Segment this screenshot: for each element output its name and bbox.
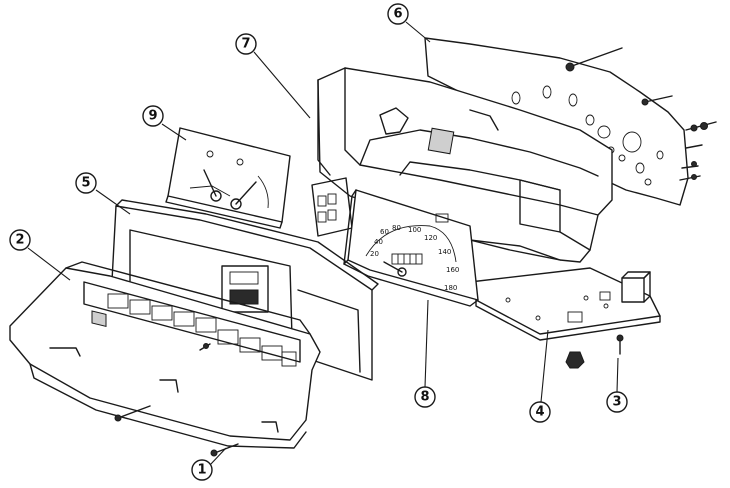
callout-9: 9 <box>142 105 164 127</box>
callout-4-label: 4 <box>535 405 544 420</box>
callout-4: 4 <box>529 401 551 423</box>
speedo-tick-label: 160 <box>446 266 459 274</box>
callout-2-label: 2 <box>15 233 24 248</box>
speedo-tick-label: 60 <box>380 228 389 236</box>
callout-7: 7 <box>235 33 257 55</box>
callout-leaders <box>27 21 619 466</box>
callout-2: 2 <box>9 229 31 251</box>
speedo-tick-label: 180 <box>444 284 457 292</box>
speedo-tick-label: 20 <box>370 250 379 258</box>
lower-circuit-board <box>469 267 661 341</box>
callout-9-label: 9 <box>148 109 157 124</box>
callout-8-label: 8 <box>420 390 429 405</box>
callout-1-label: 1 <box>197 463 206 478</box>
small-screw-3 <box>616 334 624 355</box>
callout-5: 5 <box>75 172 97 194</box>
callout-3: 3 <box>606 391 628 413</box>
rear-plate-screws <box>565 47 717 181</box>
callout-5-label: 5 <box>81 176 90 191</box>
fuel-temp-gauge <box>165 127 291 229</box>
speedo-tick-label: 120 <box>424 234 437 242</box>
callout-1: 1 <box>191 459 213 481</box>
speedometer-gauge: 20 40 60 80 100 120 140 160 180 <box>343 189 479 307</box>
callout-6-label: 6 <box>393 7 402 22</box>
cluster-housing <box>311 67 613 263</box>
front-lens-cover <box>9 261 321 449</box>
speedo-tick-label: 140 <box>438 248 451 256</box>
callout-6: 6 <box>387 3 409 25</box>
front-screws <box>114 343 239 457</box>
speedo-tick-label: 80 <box>392 224 401 232</box>
bulb-socket <box>565 351 585 369</box>
speedo-tick-label: 40 <box>374 238 383 246</box>
speedo-tick-label: 100 <box>408 226 421 234</box>
callout-8: 8 <box>414 386 436 408</box>
callout-7-label: 7 <box>241 37 250 52</box>
callout-3-label: 3 <box>612 395 621 410</box>
